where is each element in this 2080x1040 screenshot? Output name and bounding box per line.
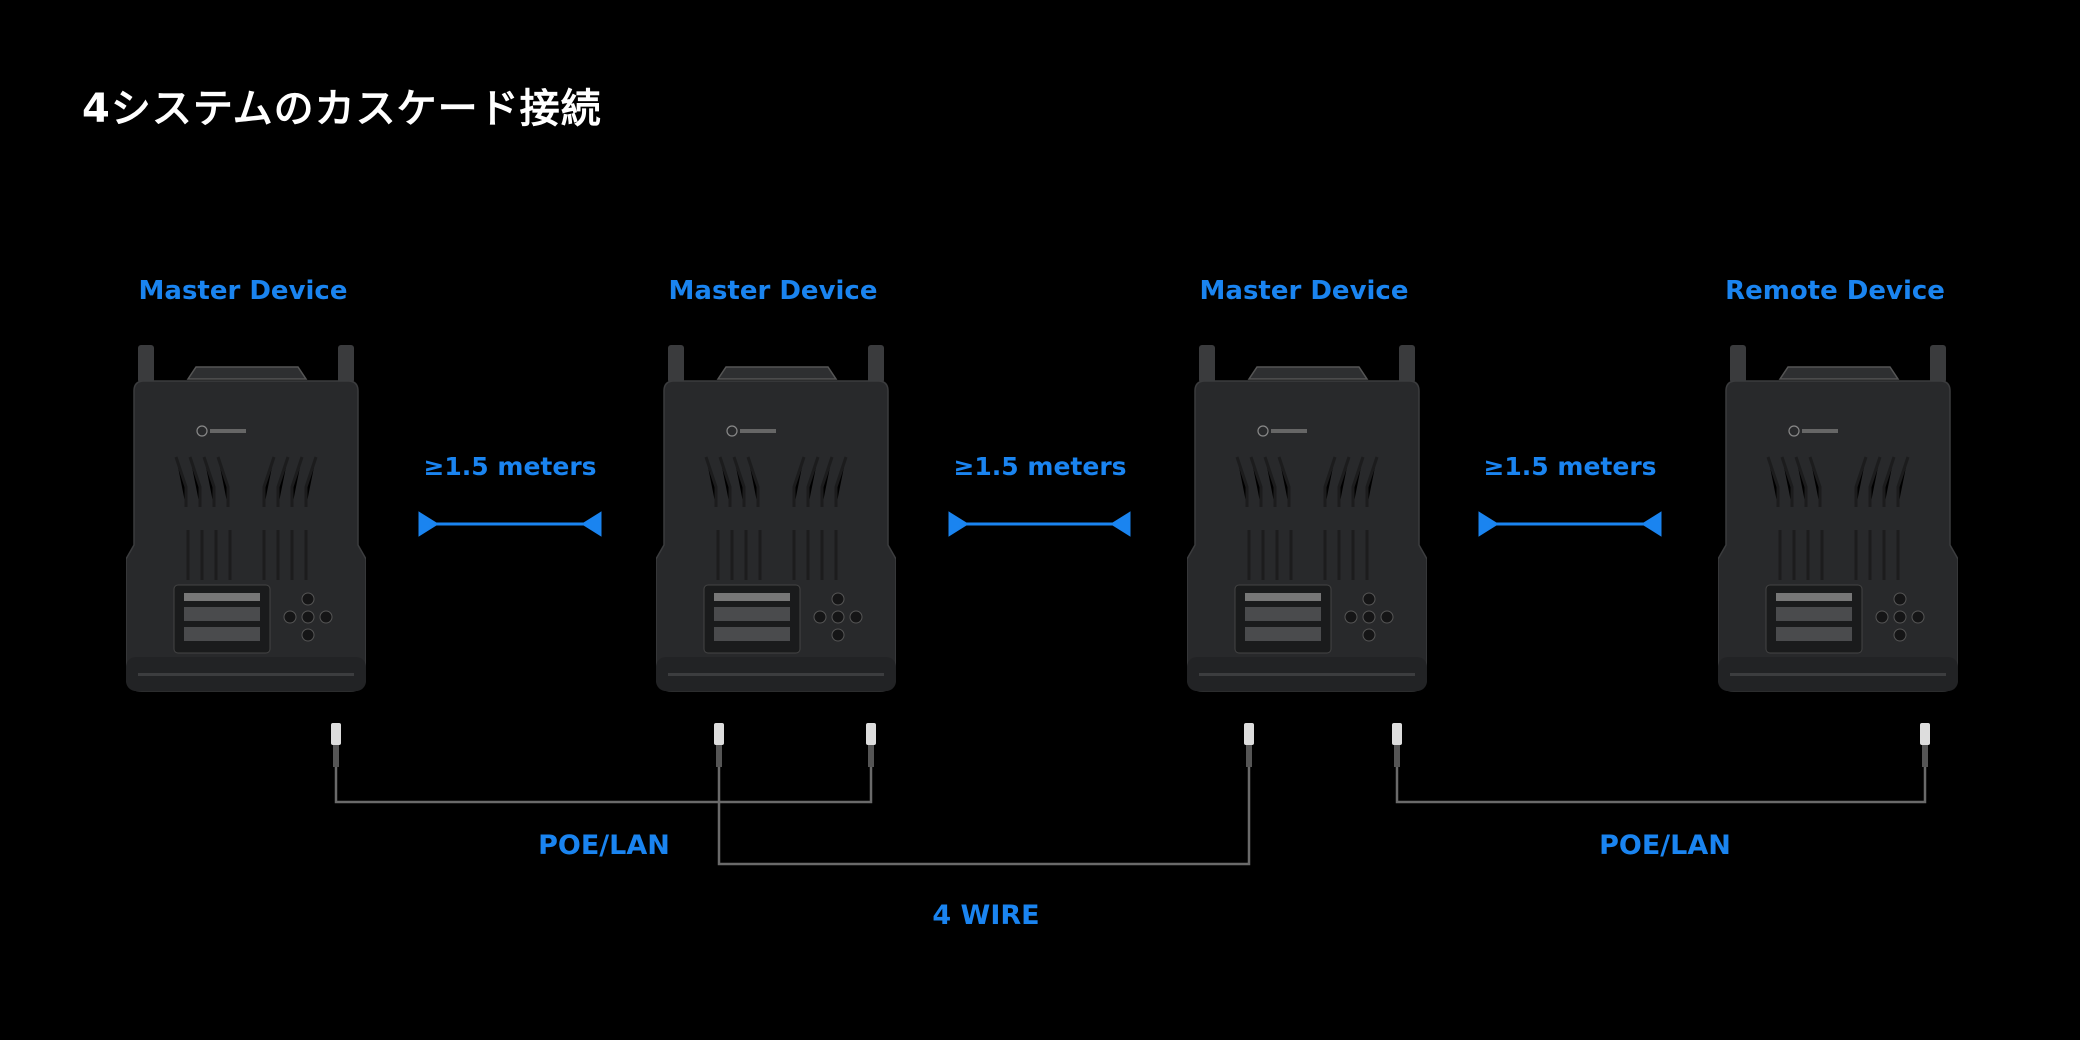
master-device-3: [1186, 345, 1428, 705]
rj45-plug-icon: [331, 723, 341, 767]
rj45-plug-icon: [1244, 723, 1254, 767]
poe-lan-cable-1: [334, 765, 873, 804]
antenna-icon: [1930, 345, 1946, 383]
distance-label-3: ≥1.5 meters: [1483, 452, 1657, 481]
antenna-icon: [1199, 345, 1215, 383]
distance-arrow-1: [418, 511, 602, 537]
device-label-3: Master Device: [1199, 276, 1409, 306]
master-device-2: [655, 345, 897, 705]
device-label-1: Master Device: [138, 276, 348, 306]
antenna-icon: [338, 345, 354, 383]
remote-device: [1717, 345, 1959, 705]
distance-label-1: ≥1.5 meters: [423, 452, 597, 481]
antenna-icon: [1399, 345, 1415, 383]
page-title: 4システムのカスケード接続: [82, 86, 602, 132]
antenna-icon: [138, 345, 154, 383]
antenna-icon: [868, 345, 884, 383]
rj45-plug-icon: [866, 723, 876, 767]
poe-lan-cable-2: [1395, 765, 1927, 804]
rj45-plug-icon: [1920, 723, 1930, 767]
rj45-plug-icon: [714, 723, 724, 767]
poe-lan-label-2: POE/LAN: [1599, 830, 1731, 861]
antenna-icon: [1730, 345, 1746, 383]
distance-arrow-3: [1478, 511, 1662, 537]
poe-lan-label-1: POE/LAN: [538, 830, 670, 861]
device-label-4: Remote Device: [1725, 276, 1945, 306]
antenna-icon: [668, 345, 684, 383]
device-label-2: Master Device: [668, 276, 878, 306]
distance-label-2: ≥1.5 meters: [953, 452, 1127, 481]
rj45-connectors: [331, 723, 1930, 767]
rj45-plug-icon: [1392, 723, 1402, 767]
four-wire-label: 4 WIRE: [932, 900, 1040, 931]
distance-arrow-2: [948, 511, 1131, 537]
master-device-1: [125, 345, 367, 705]
four-wire-cable: [717, 765, 1251, 866]
